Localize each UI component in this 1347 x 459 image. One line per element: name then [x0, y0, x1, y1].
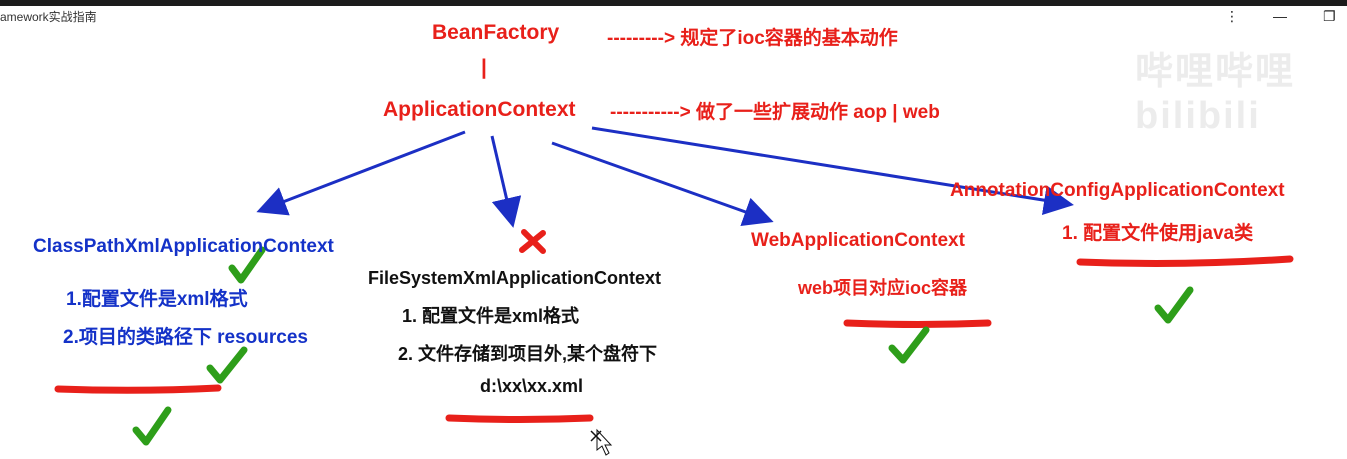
check-icon [132, 406, 172, 446]
filesystem-line2: 2. 文件存储到项目外,某个盘符下 [398, 344, 658, 364]
filesystem-line3: d:\xx\xx.xml [480, 376, 584, 396]
classpath-line2: 2.项目的类路径下 resources [63, 327, 308, 348]
check-icon [888, 326, 930, 364]
arrow-to-filesystem [490, 135, 522, 228]
web-title: WebApplicationContext [751, 230, 965, 251]
annotation-title: AnnotationConfigApplicationContext [950, 180, 1285, 201]
bean-factory-note: ---------> 规定了ioc容器的基本动作 [607, 28, 898, 49]
underline-filesystem [445, 414, 594, 423]
check-icon [1154, 286, 1194, 324]
restore-icon[interactable]: ❐ [1323, 8, 1336, 24]
hierarchy-separator: | [481, 56, 487, 79]
underline-annotation [1076, 255, 1294, 267]
mouse-cursor-icon [590, 428, 613, 456]
web-line1: web项目对应ioc容器 [798, 278, 968, 298]
filesystem-title: FileSystemXmlApplicationContext [368, 268, 662, 288]
annotation-line1: 1. 配置文件使用java类 [1062, 223, 1254, 244]
arrow-to-annotation [591, 126, 1074, 216]
arrow-to-classpath [256, 130, 466, 216]
arrow-to-web [551, 141, 774, 227]
cross-icon [519, 229, 546, 254]
window-top-bar [0, 0, 1347, 6]
window-title: amework实战指南 [0, 10, 97, 24]
application-context-label: ApplicationContext [383, 98, 576, 121]
bean-factory-label: BeanFactory [432, 21, 560, 44]
underline-classpath [54, 384, 222, 394]
classpath-title: ClassPathXmlApplicationContext [33, 236, 334, 257]
application-context-note: -----------> 做了一些扩展动作 aop | web [610, 102, 940, 123]
check-icon [206, 346, 248, 384]
filesystem-line1: 1. 配置文件是xml格式 [402, 306, 580, 326]
more-vert-icon[interactable]: ⋮ [1225, 8, 1239, 24]
classpath-line1: 1.配置文件是xml格式 [66, 289, 248, 310]
check-icon [228, 246, 266, 284]
bilibili-watermark: 哔哩哔哩 bilibili [1135, 51, 1296, 137]
underline-web [843, 319, 992, 328]
minimize-icon[interactable]: — [1273, 8, 1287, 24]
